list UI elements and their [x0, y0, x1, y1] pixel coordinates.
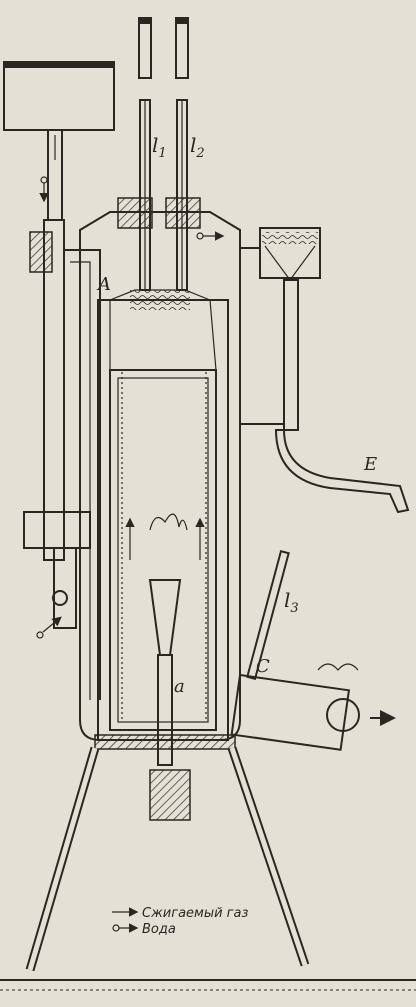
tripod-stand [0, 734, 416, 991]
label-E: E [363, 454, 377, 475]
legend-gas-label: Сжигаемый газ [142, 906, 248, 921]
legend-water-label: Вода [142, 922, 176, 937]
legend-item-gas: Сжигаемый газ [112, 906, 248, 921]
label-C: C [256, 656, 270, 677]
water-flow-indicators [36, 176, 225, 639]
legend: Сжигаемый газ Вода [112, 906, 248, 937]
calorimeter-body [79, 197, 241, 741]
thermometer-l1 [138, 17, 152, 291]
water-inlet-pipe [23, 219, 101, 700]
gas-burner [125, 513, 205, 766]
overflow-vessel [240, 227, 410, 514]
legend-item-water: Вода [112, 922, 176, 937]
exhaust-outlet [230, 549, 396, 751]
label-l1: l1 [152, 133, 167, 161]
label-a: a [174, 676, 185, 697]
label-l3: l3 [284, 588, 299, 616]
thermometer-l2 [175, 17, 189, 291]
water-tank [3, 61, 115, 221]
label-A: A [96, 274, 111, 295]
label-l2: l2 [190, 133, 205, 161]
